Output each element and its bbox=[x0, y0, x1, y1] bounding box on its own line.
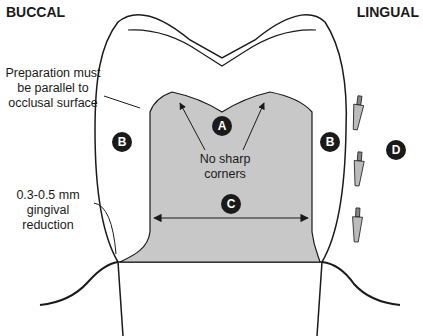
leader-arrow bbox=[243, 103, 264, 150]
root-outline bbox=[118, 262, 322, 336]
bur-symbol bbox=[350, 95, 365, 130]
callout-letter: B bbox=[118, 136, 127, 148]
crown-outline bbox=[95, 15, 346, 262]
annotation-text: No sharp corners bbox=[182, 152, 268, 182]
bur-symbol bbox=[352, 152, 365, 187]
gingiva-right bbox=[322, 262, 400, 305]
side-heading: BUCCAL bbox=[6, 4, 86, 21]
callout-circle: C bbox=[221, 194, 241, 214]
cusp-line bbox=[128, 30, 316, 66]
callout-letter: B bbox=[326, 136, 335, 148]
side-heading: LINGUAL bbox=[335, 4, 419, 21]
callout-circle: D bbox=[386, 140, 406, 160]
callout-circle: B bbox=[112, 132, 132, 152]
bur-symbol bbox=[351, 208, 363, 242]
callout-letter: C bbox=[227, 198, 236, 210]
gingiva-left bbox=[40, 262, 118, 305]
preparation-area bbox=[120, 92, 320, 262]
callout-letter: D bbox=[392, 144, 401, 156]
leader-line bbox=[104, 96, 140, 108]
callout-circle: B bbox=[320, 132, 340, 152]
callout-circle: A bbox=[212, 116, 232, 136]
callout-letter: A bbox=[218, 120, 227, 132]
leader-arrow bbox=[180, 103, 205, 150]
width-arrow bbox=[154, 217, 308, 218]
annotation-text: 0.3-0.5 mm gingival reduction bbox=[2, 188, 94, 233]
annotation-text: Preparation must be parallel to occlusal… bbox=[2, 66, 104, 111]
leader-line bbox=[94, 203, 116, 254]
